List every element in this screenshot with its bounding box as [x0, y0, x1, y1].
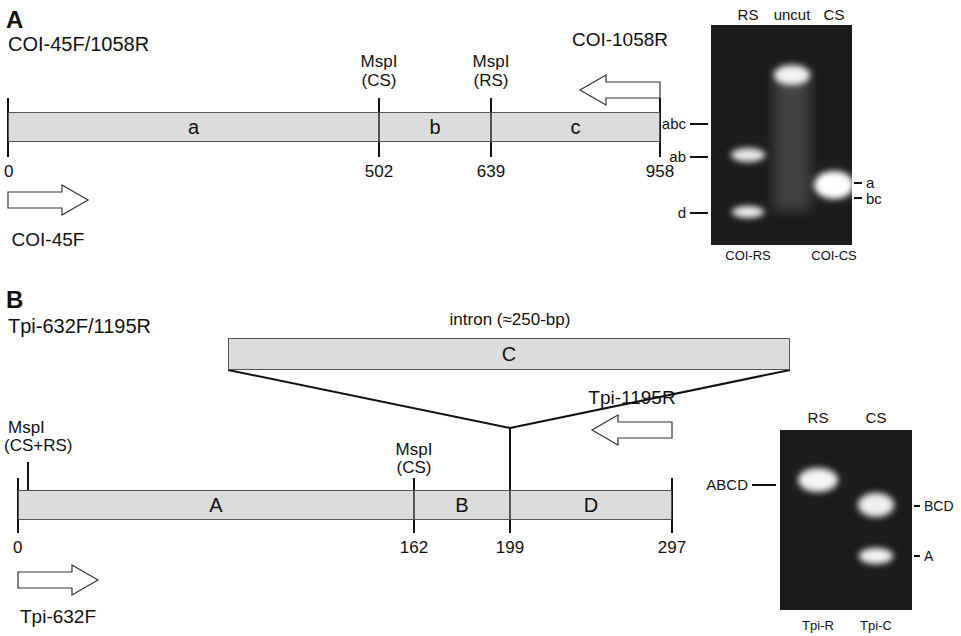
site-type: (CS) [362, 71, 397, 91]
segment-letter: b [429, 116, 440, 139]
enzyme-site: MspI [8, 418, 45, 438]
position-number: 297 [658, 538, 686, 558]
band-ticks [690, 124, 862, 213]
panel-letter: A [6, 6, 23, 34]
band-ticks [752, 485, 920, 556]
tick-marks [8, 98, 660, 157]
panel-letter: B [6, 286, 23, 314]
lane-label: CS [824, 6, 845, 23]
position-number: 162 [400, 538, 428, 558]
primer-name: Tpi-1195R [588, 387, 675, 409]
position-number: 502 [365, 162, 393, 182]
band-label: bc [866, 190, 882, 207]
amplicon-name: Tpi-632F/1195R [8, 315, 151, 338]
lane-label: CS [866, 409, 887, 426]
gene-segment: A [18, 490, 414, 520]
position-number: 639 [477, 162, 505, 182]
band-label: A [924, 548, 933, 564]
band-label: abc [662, 115, 686, 132]
gene-segment: B [414, 490, 510, 520]
enzyme-site: MspI [396, 440, 433, 460]
band-label: BCD [924, 498, 954, 514]
gene-segment: C [228, 338, 790, 370]
site-type: (CS+RS) [4, 436, 72, 456]
enzyme-site: MspI [361, 52, 398, 72]
lane-name: Tpi-R [802, 619, 834, 634]
primer-name: COI-45F [12, 229, 85, 251]
gene-segment: c [491, 112, 660, 142]
gel-image [780, 430, 912, 610]
primer-name: COI-1058R [572, 29, 668, 51]
lane-label: RS [738, 6, 759, 23]
site-type: (RS) [474, 71, 509, 91]
tick-marks [18, 462, 672, 533]
lane-name: COI-CS [811, 249, 857, 264]
gene-segment: D [510, 490, 672, 520]
amplicon-name: COI-45F/1058R [8, 33, 149, 56]
primer-arrow [18, 565, 98, 595]
segment-letter: A [209, 494, 222, 517]
segment-letter: a [188, 116, 199, 139]
primer-name: Tpi-632F [20, 606, 96, 628]
lane-label: uncut [774, 6, 811, 23]
primer-arrow [580, 75, 660, 105]
band-label: ABCD [706, 476, 748, 493]
position-number: 0 [4, 162, 13, 182]
intron-lines [228, 370, 790, 490]
lane-name: Tpi-C [860, 619, 892, 634]
band-label: a [866, 174, 874, 191]
primer-arrow [8, 185, 88, 215]
segment-letter: C [502, 343, 516, 366]
intron-label: intron (≈250-bp) [450, 310, 571, 330]
gene-segment: b [379, 112, 491, 142]
position-number: 0 [13, 538, 22, 558]
segment-letter: D [584, 494, 598, 517]
band-label: d [678, 204, 686, 221]
gel-image [711, 25, 854, 245]
segment-letter: B [455, 494, 468, 517]
segment-letter: c [571, 116, 581, 139]
gene-segment: a [8, 112, 379, 142]
position-number: 199 [496, 538, 524, 558]
enzyme-site: MspI [473, 52, 510, 72]
site-type: (CS) [397, 458, 432, 478]
lane-label: RS [808, 409, 829, 426]
band-label: ab [669, 148, 686, 165]
lane-name: COI-RS [725, 249, 771, 264]
primer-arrow [592, 415, 672, 445]
